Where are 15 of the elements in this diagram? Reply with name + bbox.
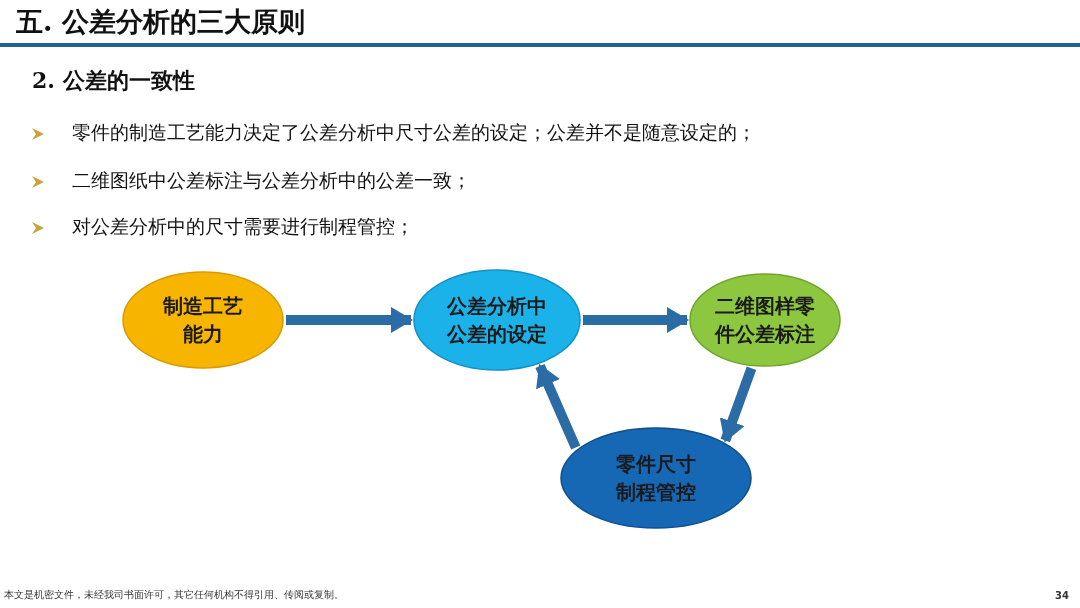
bullet-text: 对公差分析中的尺寸需要进行制程管控； [72,214,414,239]
arrow [583,307,689,333]
node-label: 制造工艺能力 [162,293,244,348]
node-label: 零件尺寸制程管控 [615,451,697,506]
bullet-text: 二维图纸中公差标注与公差分析中的公差一致； [72,168,471,193]
arrow [286,307,413,333]
footer-note: 本文是机密文件，未经我司书面许可，其它任何机构不得引用、传阅或复制。 [4,588,344,602]
node-label: 公差分析中公差的设定 [445,293,548,348]
bullet-text: 零件的制造工艺能力决定了公差分析中尺寸公差的设定；公差并不是随意设定的； [72,120,756,145]
arrow [719,366,757,443]
arrow [535,363,581,450]
node-label: 二维图样零件公差标注 [714,293,816,348]
section-heading: 2. 公差的一致性 [32,66,195,95]
slide-title: 五. 公差分析的三大原则 [16,5,305,39]
page-number: 34 [1055,590,1069,601]
